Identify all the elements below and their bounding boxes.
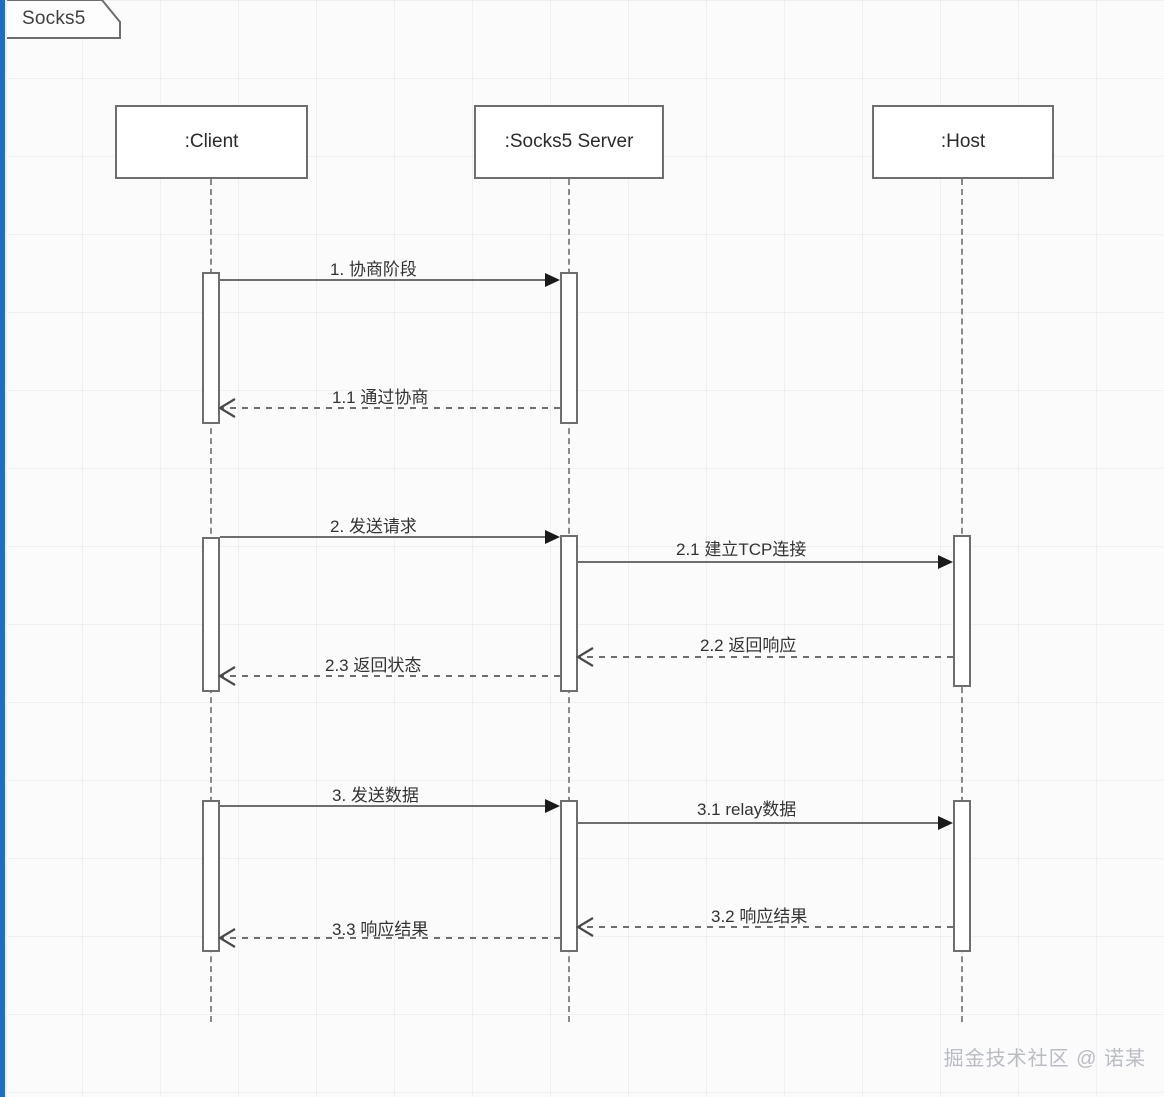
message-arrow-m2_2[interactable] xyxy=(575,645,953,669)
message-arrow-m2[interactable] xyxy=(220,525,560,549)
message-label-m1: 1. 协商阶段 xyxy=(330,260,417,279)
message-arrow-m3_1[interactable] xyxy=(578,811,953,835)
activation-bar-server[interactable] xyxy=(560,800,578,952)
message-label-m2: 2. 发送请求 xyxy=(330,517,417,536)
activation-bar-client[interactable] xyxy=(202,272,220,424)
lifeline-head-label: :Host xyxy=(940,131,986,152)
message-arrow-m2_1[interactable] xyxy=(578,550,953,574)
activation-bar-client[interactable] xyxy=(202,800,220,952)
message-arrow-m1_1[interactable] xyxy=(217,396,560,420)
message-label-m2_1: 2.1 建立TCP连接 xyxy=(676,540,807,559)
message-arrow-m3_3[interactable] xyxy=(217,926,560,950)
lifeline-head-label: :Socks5 Server xyxy=(504,131,634,152)
message-label-m3_2: 3.2 响应结果 xyxy=(711,907,808,926)
message-label-m3_3: 3.3 响应结果 xyxy=(332,920,429,939)
activation-bar-server[interactable] xyxy=(560,272,578,424)
activation-bar-server[interactable] xyxy=(560,535,578,692)
lifeline-head-host[interactable]: :Host xyxy=(872,105,1054,179)
message-arrow-m3_2[interactable] xyxy=(575,915,953,939)
message-arrow-m1[interactable] xyxy=(220,268,560,292)
lifeline-head-server[interactable]: :Socks5 Server xyxy=(474,105,664,179)
left-accent-rail xyxy=(0,0,5,1097)
message-label-m1_1: 1.1 通过协商 xyxy=(332,388,429,407)
message-arrow-m2_3[interactable] xyxy=(217,664,560,688)
lifeline-head-label: :Client xyxy=(184,131,239,152)
activation-bar-host[interactable] xyxy=(953,800,971,952)
message-label-m2_3: 2.3 返回状态 xyxy=(325,656,422,675)
watermark: 掘金技术社区 @ 诺某 xyxy=(943,1048,1146,1070)
message-label-m3_1: 3.1 relay数据 xyxy=(697,800,797,819)
frame-tab[interactable]: Socks5 xyxy=(6,0,121,44)
activation-bar-client[interactable] xyxy=(202,537,220,692)
frame-tab-label: Socks5 xyxy=(22,8,86,29)
left-accent-rail-inner xyxy=(5,0,7,1097)
lifeline-head-client[interactable]: :Client xyxy=(115,105,308,179)
message-label-m3: 3. 发送数据 xyxy=(332,786,419,805)
message-label-m2_2: 2.2 返回响应 xyxy=(700,636,797,655)
activation-bar-host[interactable] xyxy=(953,535,971,687)
message-arrow-m3[interactable] xyxy=(220,794,560,818)
